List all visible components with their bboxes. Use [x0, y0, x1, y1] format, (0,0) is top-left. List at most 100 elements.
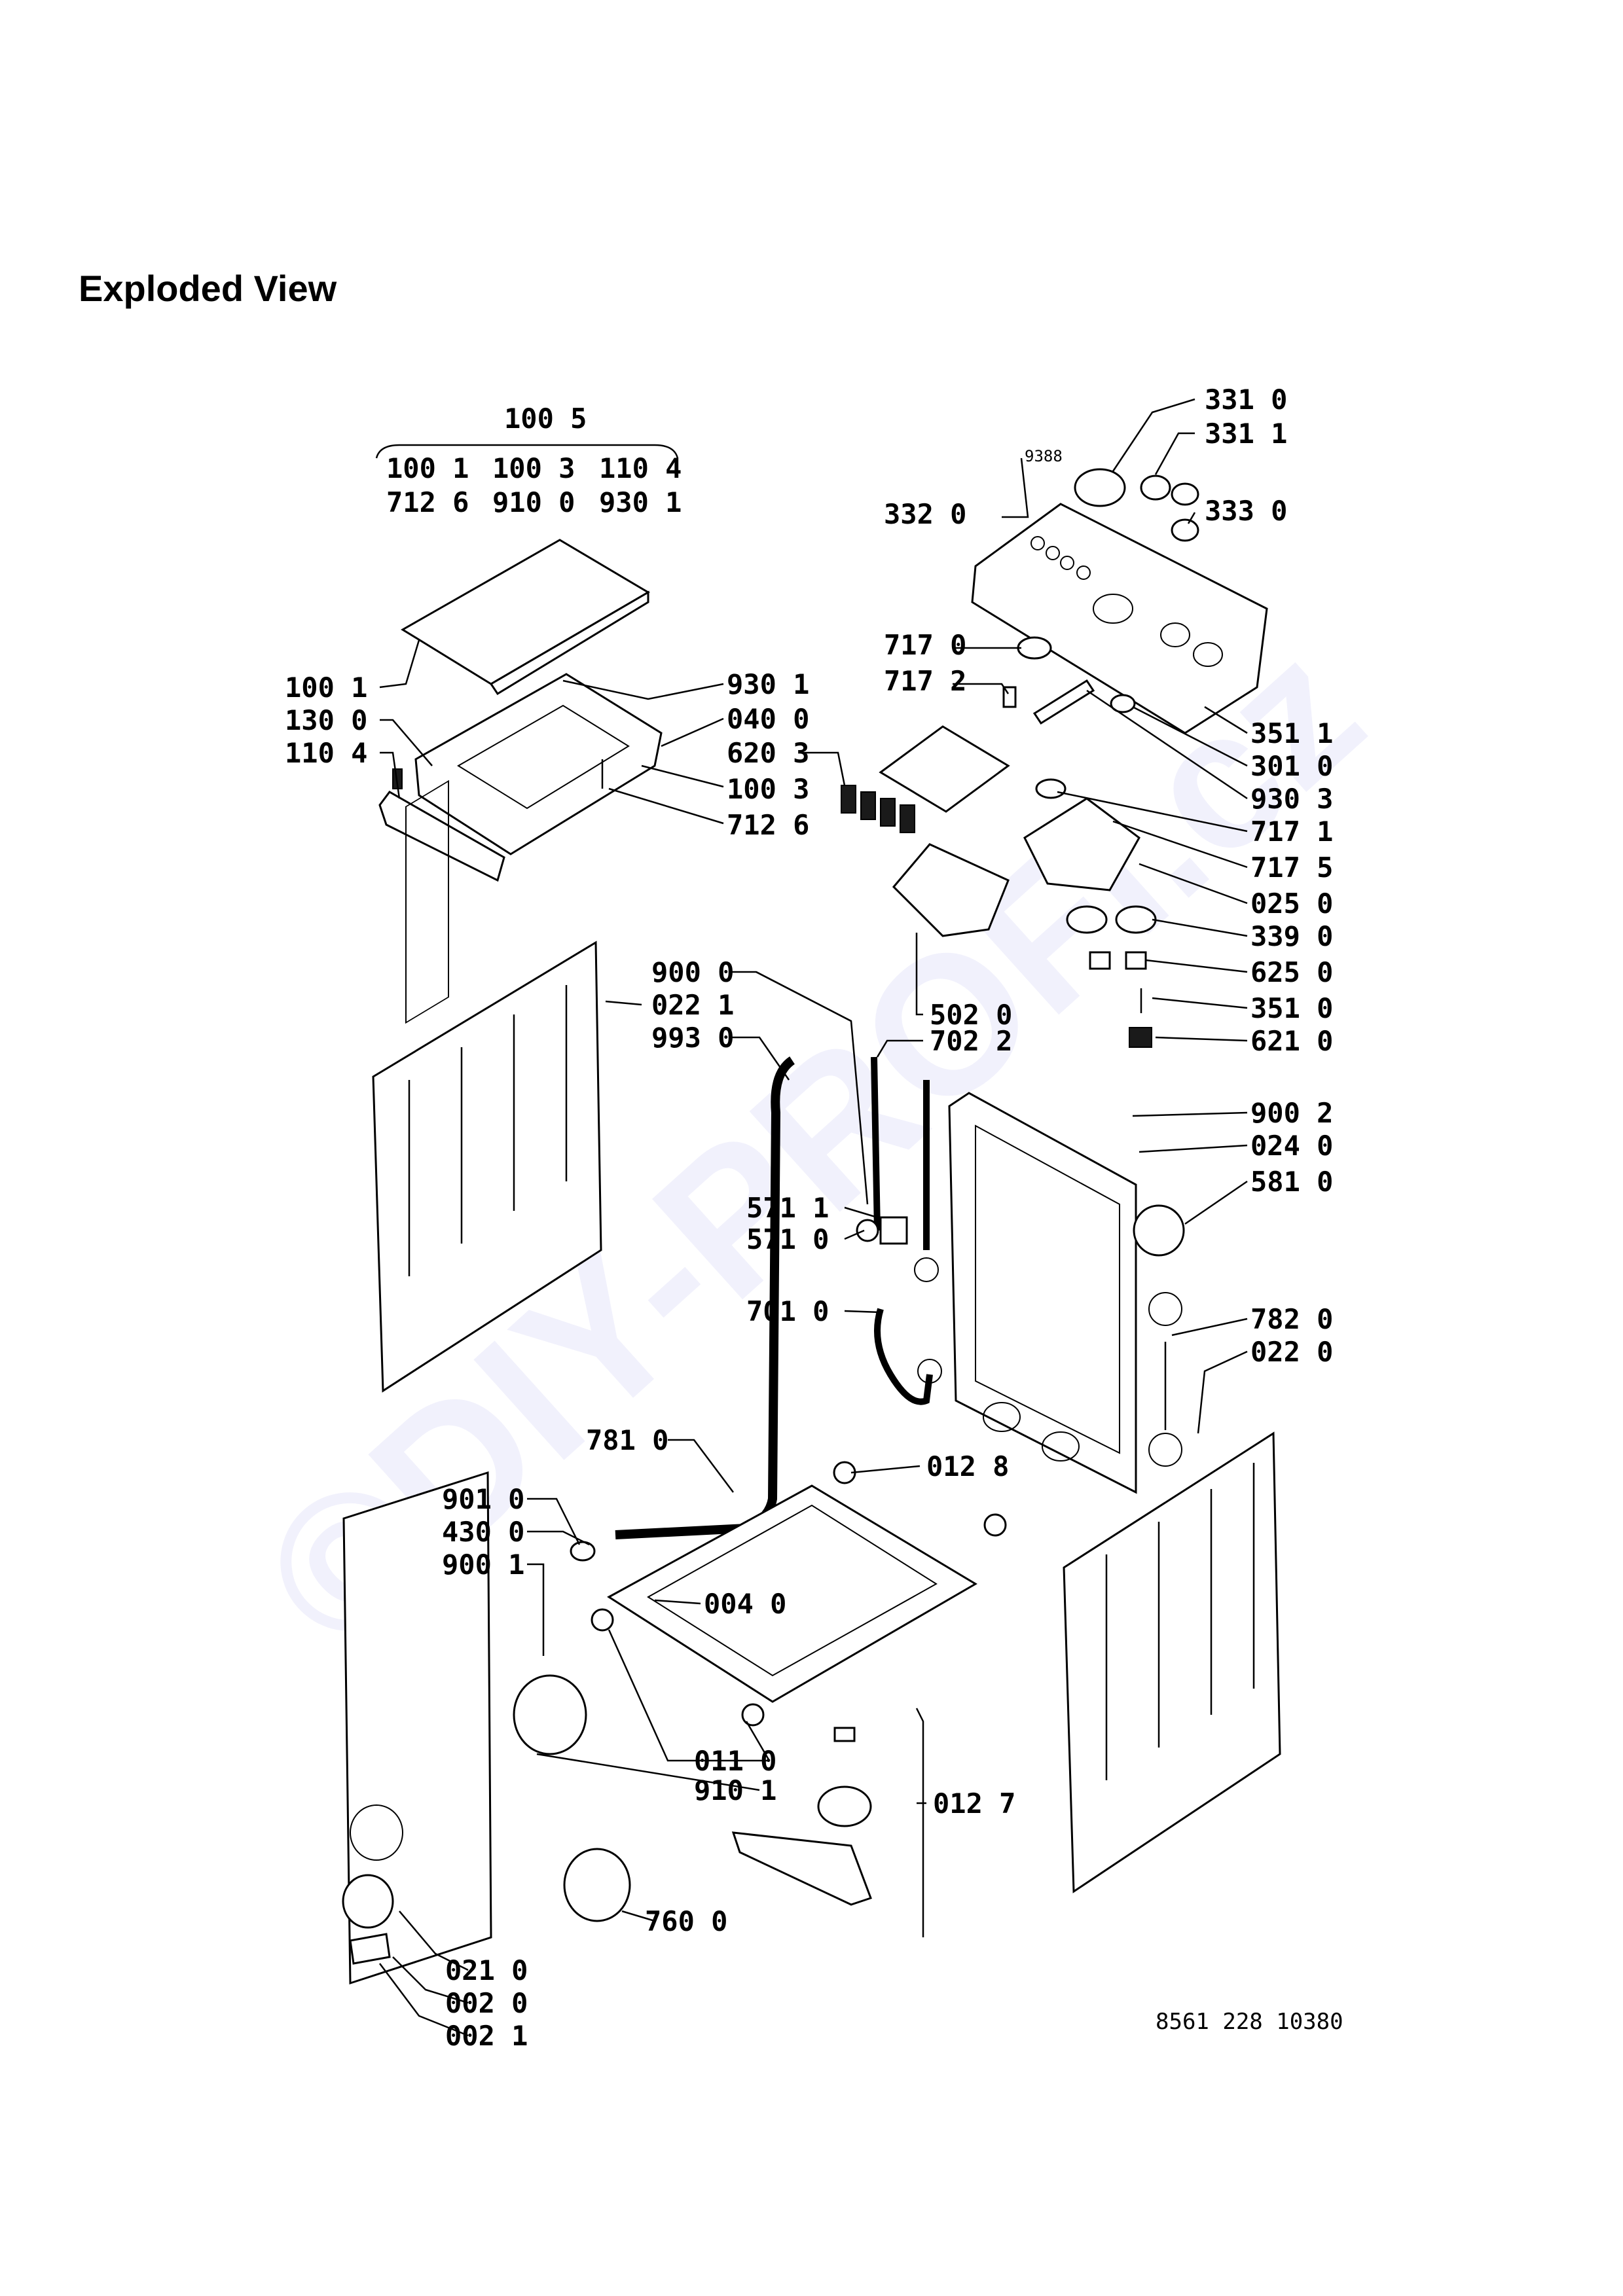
side-panels — [342, 780, 1281, 1985]
wheel-part-1 — [1066, 905, 1108, 934]
control-panel-assembly — [971, 468, 1268, 734]
label-024-0: 024 0 — [1250, 1130, 1333, 1162]
button-cap — [1171, 518, 1199, 542]
label-717-5: 717 5 — [1250, 852, 1333, 884]
kit-group: 100 5 100 1 100 3 110 4 712 6 910 0 930 … — [375, 403, 682, 518]
clamp-2 — [1125, 951, 1147, 970]
indicator-2 — [1046, 546, 1060, 560]
knob-hole-2 — [1160, 622, 1190, 647]
back-hole-1 — [983, 1402, 1021, 1432]
label-331-0: 331 0 — [1205, 384, 1287, 416]
label-333-0: 333 0 — [1205, 495, 1287, 527]
top-frame — [414, 673, 663, 855]
indicator-4 — [1076, 565, 1091, 580]
filter-part — [1129, 1027, 1152, 1048]
foot-2 — [983, 1513, 1007, 1537]
support-cap — [817, 1785, 872, 1827]
pump-body — [513, 1674, 587, 1755]
label-100-3: 100 3 — [727, 773, 809, 805]
kit-item-5: 910 0 — [492, 486, 575, 518]
label-022-1: 022 1 — [651, 989, 734, 1021]
kit-item-4: 712 6 — [386, 486, 469, 518]
module-cover — [1023, 797, 1140, 891]
motor-pulley — [1133, 1204, 1185, 1257]
label-332-0: 332 0 — [884, 498, 966, 530]
front-hole — [350, 1804, 403, 1861]
label-910-1: 910 1 — [694, 1774, 776, 1806]
label-930-3: 930 3 — [1250, 783, 1333, 815]
knob-small-2 — [1171, 482, 1199, 506]
hinge-clip — [349, 1933, 391, 1965]
switch-1 — [841, 785, 856, 814]
base-frame — [607, 1484, 977, 1703]
lid-panel — [401, 539, 650, 685]
door-cover — [342, 1874, 394, 1929]
hoses-and-base — [513, 1056, 1185, 1922]
label-022-0: 022 0 — [1250, 1336, 1333, 1368]
label-9388: 9388 — [1025, 447, 1063, 465]
label-701-0: 701 0 — [746, 1295, 829, 1327]
label-781-0: 781 0 — [586, 1424, 668, 1456]
knob-hole-1 — [1093, 594, 1133, 624]
leader-lines — [379, 398, 1248, 2037]
label-581-0: 581 0 — [1250, 1166, 1333, 1198]
back-hole-2 — [1042, 1431, 1080, 1462]
label-011-0: 011 0 — [694, 1745, 776, 1777]
circle-ref-2 — [1148, 1433, 1182, 1467]
label-620-3: 620 3 — [727, 737, 809, 769]
indicator-1 — [1030, 536, 1045, 550]
label-110-4: 110 4 — [285, 737, 367, 769]
main-module — [892, 843, 1010, 937]
document-code: 8561 228 10380 — [1156, 2009, 1343, 2035]
kit-item-3: 110 4 — [599, 452, 682, 484]
label-571-0: 571 0 — [746, 1223, 829, 1255]
kit-label: 100 5 — [504, 403, 587, 435]
label-717-0: 717 0 — [884, 629, 966, 661]
back-panel — [948, 1092, 1137, 1494]
connector-part — [1035, 778, 1067, 799]
label-717-2: 717 2 — [884, 665, 966, 697]
fill-hose — [871, 1056, 881, 1231]
clamp-ring — [570, 1541, 596, 1562]
kit-item-2: 100 3 — [492, 452, 575, 484]
lever-part — [1032, 679, 1095, 725]
label-625-0: 625 0 — [1250, 956, 1333, 988]
label-930-1: 930 1 — [727, 668, 809, 700]
label-760-0: 760 0 — [645, 1905, 727, 1937]
label-012-7: 012 7 — [933, 1787, 1015, 1820]
label-351-1: 351 1 — [1250, 717, 1333, 749]
knob-hole-3 — [1193, 642, 1223, 667]
sensor-part — [856, 1219, 879, 1242]
label-430-0: 430 0 — [442, 1516, 524, 1548]
valve-part — [879, 1216, 908, 1245]
label-002-0: 002 0 — [445, 1987, 528, 2019]
support-screw — [833, 1727, 856, 1742]
label-702-2: 702 2 — [930, 1025, 1012, 1057]
label-100-1: 100 1 — [285, 672, 367, 704]
label-782-0: 782 0 — [1250, 1303, 1333, 1335]
label-339-0: 339 0 — [1250, 920, 1333, 952]
label-025-0: 025 0 — [1250, 888, 1333, 920]
inlet-hose — [874, 1308, 933, 1405]
label-621-0: 621 0 — [1250, 1025, 1333, 1057]
label-301-0: 301 0 — [1250, 750, 1333, 782]
control-panel — [971, 503, 1268, 734]
electronics-assembly — [841, 636, 1157, 1048]
top-frame-opening — [457, 704, 630, 810]
bracket-part — [1017, 636, 1052, 660]
pump-filter — [563, 1848, 631, 1922]
label-901-0: 901 0 — [442, 1483, 524, 1515]
kit-brace — [375, 444, 679, 459]
switch-4 — [900, 804, 915, 833]
front-panel — [342, 1471, 492, 1985]
switch-3 — [880, 798, 896, 827]
label-571-1: 571 1 — [746, 1192, 829, 1224]
label-351-0: 351 0 — [1250, 992, 1333, 1024]
label-130-0: 130 0 — [285, 704, 367, 736]
indicator-3 — [1060, 556, 1074, 570]
circle-ref-3 — [917, 1359, 942, 1384]
label-002-1: 002 1 — [445, 2020, 528, 2052]
back-panel-inner — [975, 1124, 1120, 1454]
page-title: Exploded View — [79, 268, 337, 309]
